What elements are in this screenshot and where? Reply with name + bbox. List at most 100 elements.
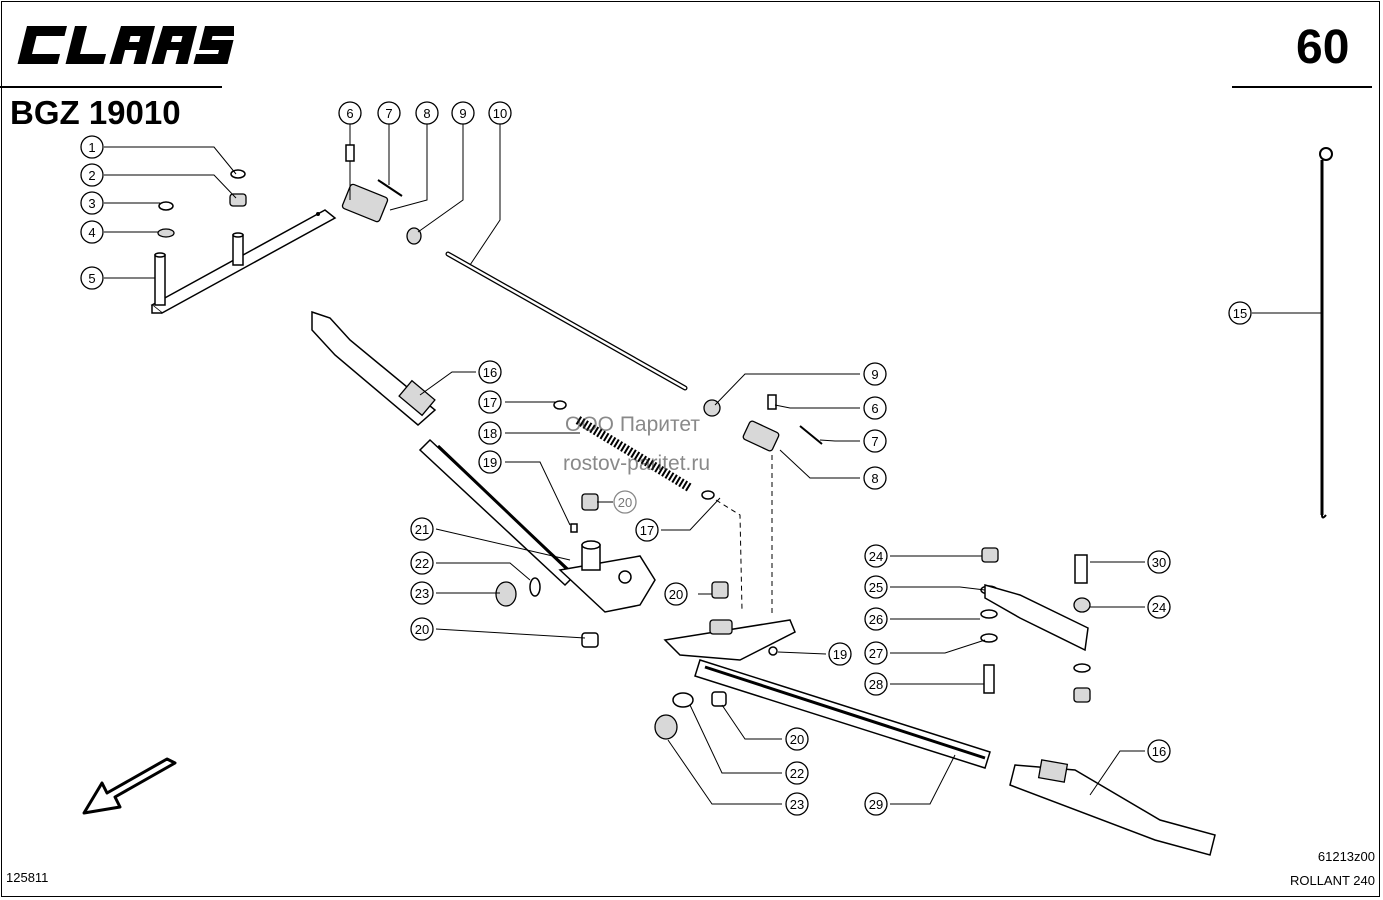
callout-2: 2: [80, 163, 104, 187]
callout-circle: [785, 761, 809, 785]
callout-22: 22: [785, 761, 809, 785]
callout-circle: [863, 396, 887, 420]
callout-7: 7: [377, 101, 401, 125]
callout-circle: [410, 617, 434, 641]
callout-1: 1: [80, 135, 104, 159]
right-link-assembly: [980, 547, 1091, 703]
callout-circle: [828, 642, 852, 666]
callout-21: 21: [410, 517, 434, 541]
header-rule-right: [1232, 86, 1372, 88]
callout-number: 21: [415, 522, 429, 537]
callout-number: 27: [869, 646, 883, 661]
callout-circle: [80, 191, 104, 215]
callout-6: 6: [338, 101, 362, 125]
direction-arrow-icon: [82, 757, 177, 815]
callout-number: 16: [483, 365, 497, 380]
page-number: 60: [1296, 21, 1350, 74]
callout-23: 23: [785, 792, 809, 816]
callout-26: 26: [864, 607, 888, 631]
callout-number: 19: [483, 455, 497, 470]
callout-circle: [1147, 739, 1171, 763]
callout-circle: [635, 518, 659, 542]
long-rod: [445, 251, 688, 391]
callout-number: 29: [869, 797, 883, 812]
callout-16: 16: [478, 360, 502, 384]
top-lever-assembly: [150, 169, 337, 314]
callout-15: 15: [1228, 301, 1252, 325]
callout-18: 18: [478, 421, 502, 445]
callout-number: 3: [88, 196, 95, 211]
callout-number: 1: [88, 140, 95, 155]
callout-number: 30: [1152, 555, 1166, 570]
callout-number: 20: [669, 587, 683, 602]
callout-number: 9: [871, 367, 878, 382]
callout-16: 16: [1147, 739, 1171, 763]
callout-number: 15: [1233, 306, 1247, 321]
watermark-website: rostov-paritet.ru: [563, 452, 711, 475]
callout-circle: [1147, 595, 1171, 619]
callout-9: 9: [451, 101, 475, 125]
callout-number: 23: [415, 586, 429, 601]
brand-logo: [17, 26, 234, 64]
callout-25: 25: [864, 575, 888, 599]
callout-circle: [864, 575, 888, 599]
callout-number: 8: [871, 471, 878, 486]
callout-circle: [80, 220, 104, 244]
callout-28: 28: [864, 672, 888, 696]
callout-number: 22: [790, 766, 804, 781]
callout-circle: [377, 101, 401, 125]
callout-circle: [863, 362, 887, 386]
callout-8: 8: [863, 466, 887, 490]
callout-circle: [1228, 301, 1252, 325]
group-code: BGZ 19010: [10, 94, 181, 131]
top-clevis-group: [341, 144, 422, 245]
callout-circle: [80, 135, 104, 159]
callout-circle: [785, 792, 809, 816]
callout-20: 20: [785, 727, 809, 751]
callout-number: 17: [483, 395, 497, 410]
callout-number: 17: [640, 523, 654, 538]
callout-circle: [864, 607, 888, 631]
watermark-company: ООО Паритет: [565, 413, 701, 436]
callout-number: 6: [871, 401, 878, 416]
callout-20: 20: [664, 582, 688, 606]
callout-number: 20: [790, 732, 804, 747]
callout-circle: [415, 101, 439, 125]
sheet-id: 125811: [6, 870, 49, 885]
callout-24: 24: [1147, 595, 1171, 619]
callout-number: 18: [483, 426, 497, 441]
callout-6: 6: [863, 396, 887, 420]
callout-number: 20: [415, 622, 429, 637]
callout-7: 7: [863, 429, 887, 453]
callout-number: 23: [790, 797, 804, 812]
callout-number: 24: [869, 549, 883, 564]
callout-number: 7: [385, 106, 392, 121]
callout-4: 4: [80, 220, 104, 244]
callout-number: 25: [869, 580, 883, 595]
callout-circle: [478, 421, 502, 445]
callout-17: 17: [478, 390, 502, 414]
callout-20: 20: [613, 490, 637, 514]
callout-number: 20: [618, 495, 632, 510]
callout-number: 16: [1152, 744, 1166, 759]
callout-22: 22: [410, 551, 434, 575]
callout-number: 9: [459, 106, 466, 121]
callout-circle: [488, 101, 512, 125]
callout-number: 19: [833, 647, 847, 662]
callout-circle: [410, 581, 434, 605]
callout-circle: [410, 551, 434, 575]
callout-24: 24: [864, 544, 888, 568]
callout-number: 10: [493, 106, 507, 121]
header-rule-left: [0, 86, 222, 88]
callout-number: 24: [1152, 600, 1166, 615]
callout-number: 26: [869, 612, 883, 627]
tension-spring: [553, 400, 743, 611]
drawing-id: 61213z00: [1317, 849, 1375, 864]
callout-circle: [80, 163, 104, 187]
callout-circle: [864, 672, 888, 696]
callout-circle: [451, 101, 475, 125]
callout-circle: [864, 544, 888, 568]
callout-number: 5: [88, 271, 95, 286]
callout-circle: [80, 266, 104, 290]
callout-20: 20: [410, 617, 434, 641]
